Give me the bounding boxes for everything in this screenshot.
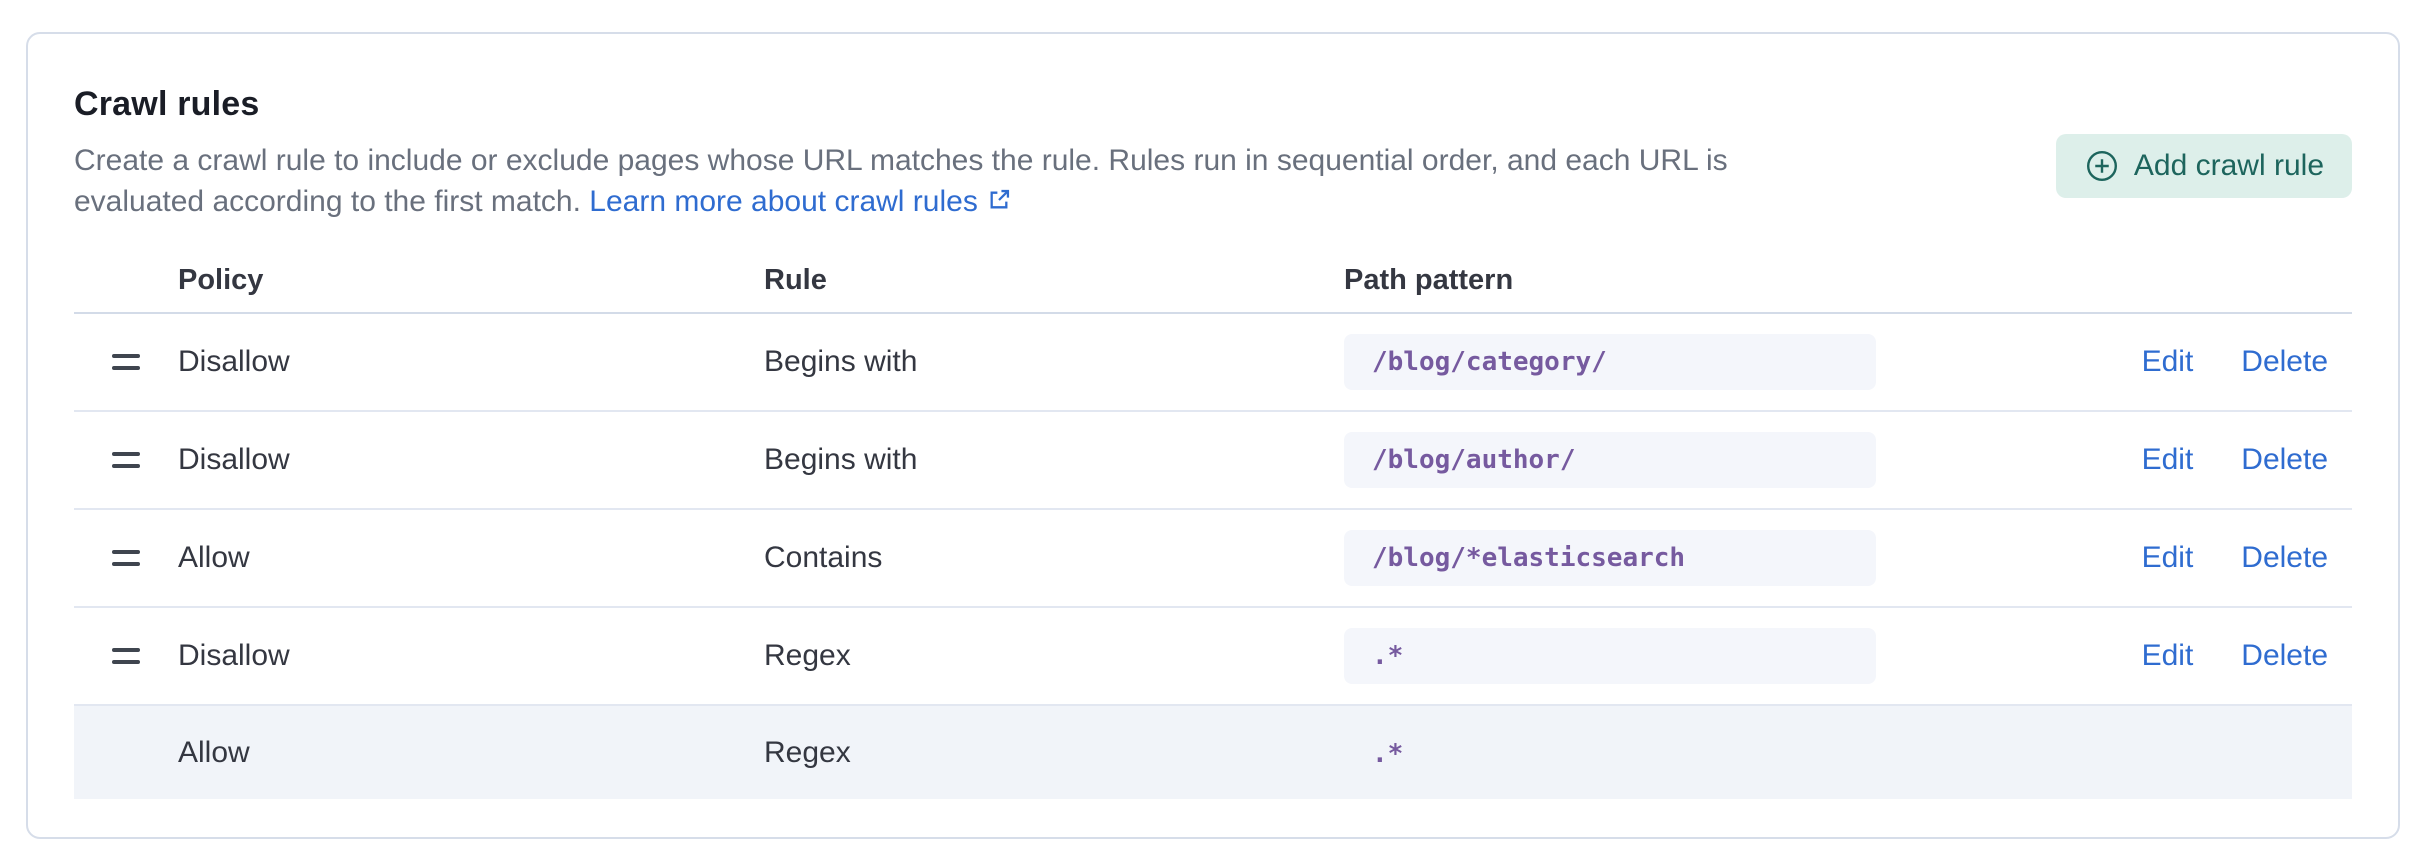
column-header-policy: Policy xyxy=(178,263,264,296)
edit-rule-link[interactable]: Edit xyxy=(2141,345,2194,378)
table-row: Allow Contains /blog/*elasticsearch Edit… xyxy=(74,510,2352,608)
policy-cell: Allow xyxy=(178,541,250,574)
row-actions: Edit Delete xyxy=(2114,345,2352,379)
table-body: Disallow Begins with /blog/category/ Edi… xyxy=(74,314,2352,799)
row-actions: Edit Delete xyxy=(2114,541,2352,575)
plus-circle-icon xyxy=(2084,148,2120,184)
drag-handle-icon[interactable] xyxy=(106,540,146,576)
description-text: Create a crawl rule to include or exclud… xyxy=(74,144,1728,218)
edit-rule-link[interactable]: Edit xyxy=(2141,639,2194,672)
path-pattern-code-badge: /blog/author/ xyxy=(1344,432,1876,488)
column-header-path-pattern: Path pattern xyxy=(1344,263,1514,296)
add-crawl-rule-label: Add crawl rule xyxy=(2133,149,2324,182)
table-row: Disallow Begins with /blog/category/ Edi… xyxy=(74,314,2352,412)
delete-rule-link[interactable]: Delete xyxy=(2241,345,2328,378)
table-row: Disallow Regex .* Edit Delete xyxy=(74,608,2352,706)
rule-cell: Begins with xyxy=(764,443,918,476)
drag-handle-icon[interactable] xyxy=(106,638,146,674)
path-pattern-code-badge: /blog/*elasticsearch xyxy=(1344,530,1876,586)
delete-rule-link[interactable]: Delete xyxy=(2241,541,2328,574)
policy-cell: Disallow xyxy=(178,639,290,672)
rule-cell: Regex xyxy=(764,639,851,672)
crawl-rules-panel: Crawl rules Create a crawl rule to inclu… xyxy=(26,32,2400,839)
path-pattern-code-badge: /blog/category/ xyxy=(1344,334,1876,390)
path-pattern-code-badge: .* xyxy=(1344,628,1876,684)
table-row: Disallow Begins with /blog/author/ Edit D… xyxy=(74,412,2352,510)
drag-handle-icon[interactable] xyxy=(106,344,146,380)
crawl-rules-table: Policy Rule Path pattern Disallow Begins… xyxy=(74,248,2352,799)
column-header-rule: Rule xyxy=(764,263,827,296)
table-row: Allow Regex .* xyxy=(74,706,2352,799)
delete-rule-link[interactable]: Delete xyxy=(2241,443,2328,476)
delete-rule-link[interactable]: Delete xyxy=(2241,639,2328,672)
learn-more-link[interactable]: Learn more about crawl rules xyxy=(589,185,1012,218)
policy-cell: Disallow xyxy=(178,443,290,476)
rule-cell: Begins with xyxy=(764,345,918,378)
external-link-icon xyxy=(986,183,1012,224)
path-pattern-cell: /blog/*elasticsearch xyxy=(1344,530,2114,586)
edit-rule-link[interactable]: Edit xyxy=(2141,443,2194,476)
drag-handle-icon[interactable] xyxy=(106,442,146,478)
path-pattern-cell: /blog/category/ xyxy=(1344,334,2114,390)
table-header-row: Policy Rule Path pattern xyxy=(74,248,2352,314)
path-pattern-code: .* xyxy=(1372,738,1404,769)
add-crawl-rule-button[interactable]: Add crawl rule xyxy=(2055,134,2352,198)
policy-cell: Disallow xyxy=(178,345,290,378)
page-title: Crawl rules xyxy=(74,85,260,123)
rule-cell: Regex xyxy=(764,735,851,769)
row-actions: Edit Delete xyxy=(2114,639,2352,673)
policy-cell: Allow xyxy=(178,735,250,769)
panel-description: Create a crawl rule to include or exclud… xyxy=(74,140,1834,224)
path-pattern-cell: /blog/author/ xyxy=(1344,432,2114,488)
path-pattern-cell: .* xyxy=(1344,628,2114,684)
row-actions: Edit Delete xyxy=(2114,443,2352,477)
path-pattern-cell: .* xyxy=(1344,736,2114,770)
rule-cell: Contains xyxy=(764,541,883,574)
edit-rule-link[interactable]: Edit xyxy=(2141,541,2194,574)
